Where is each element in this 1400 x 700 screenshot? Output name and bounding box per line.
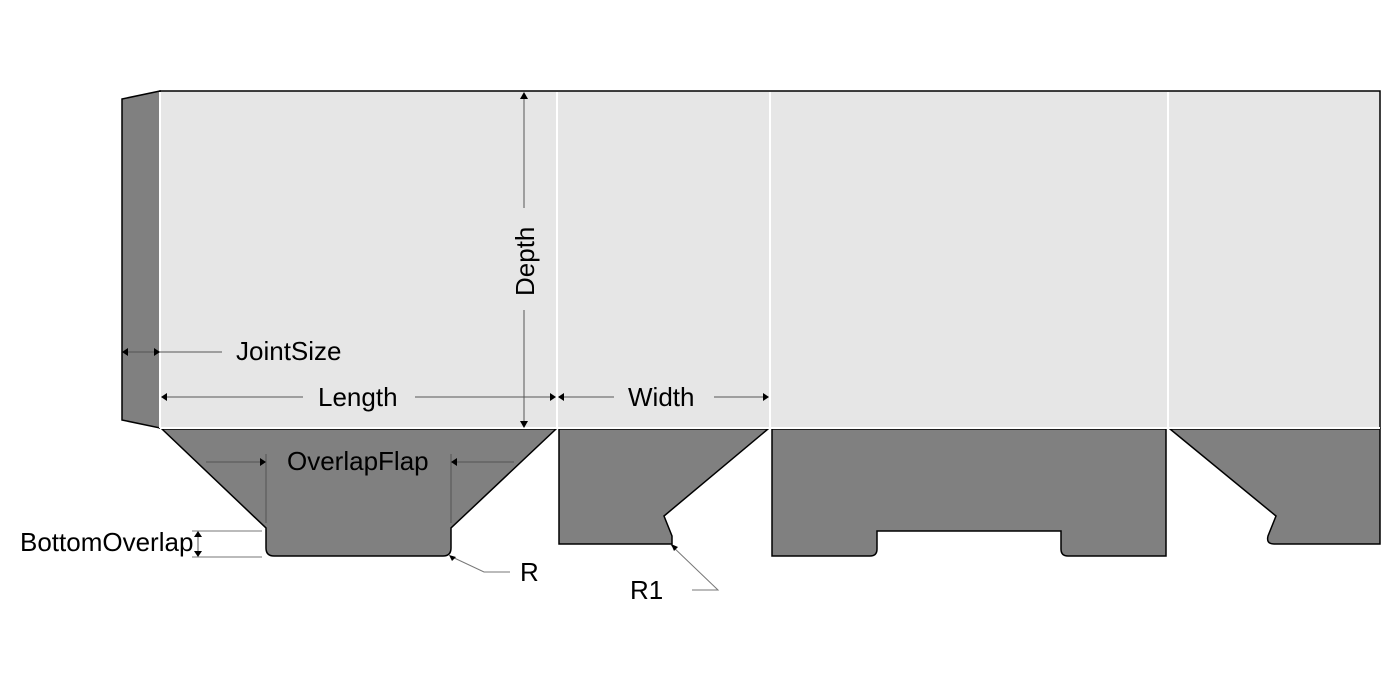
radius-leader: R — [449, 555, 539, 587]
overlap-flap-label: OverlapFlap — [287, 446, 429, 476]
joint-size-label: JointSize — [236, 336, 342, 366]
radius1-label: R1 — [630, 575, 663, 605]
width-flap-1 — [558, 428, 771, 545]
overlap-flap-dimension: OverlapFlap — [206, 446, 514, 523]
width-flap-2 — [1167, 428, 1381, 545]
joint-flap — [121, 90, 161, 429]
length-dimension: Length — [161, 382, 556, 412]
radius1-leader: R1 — [630, 544, 720, 605]
depth-label: Depth — [510, 227, 540, 296]
bottom-overlap-label: BottomOverlap — [20, 527, 193, 557]
joint-size-dimension: JointSize — [122, 336, 342, 366]
width-dimension: Width — [558, 382, 769, 412]
bottom-flap-2 — [771, 428, 1167, 557]
radius-label: R — [520, 557, 539, 587]
length-label: Length — [318, 382, 398, 412]
width-label: Width — [628, 382, 694, 412]
depth-dimension: Depth — [510, 92, 540, 428]
bottom-overlap-dimension: BottomOverlap — [20, 527, 262, 558]
crease-lines — [159, 92, 1380, 429]
